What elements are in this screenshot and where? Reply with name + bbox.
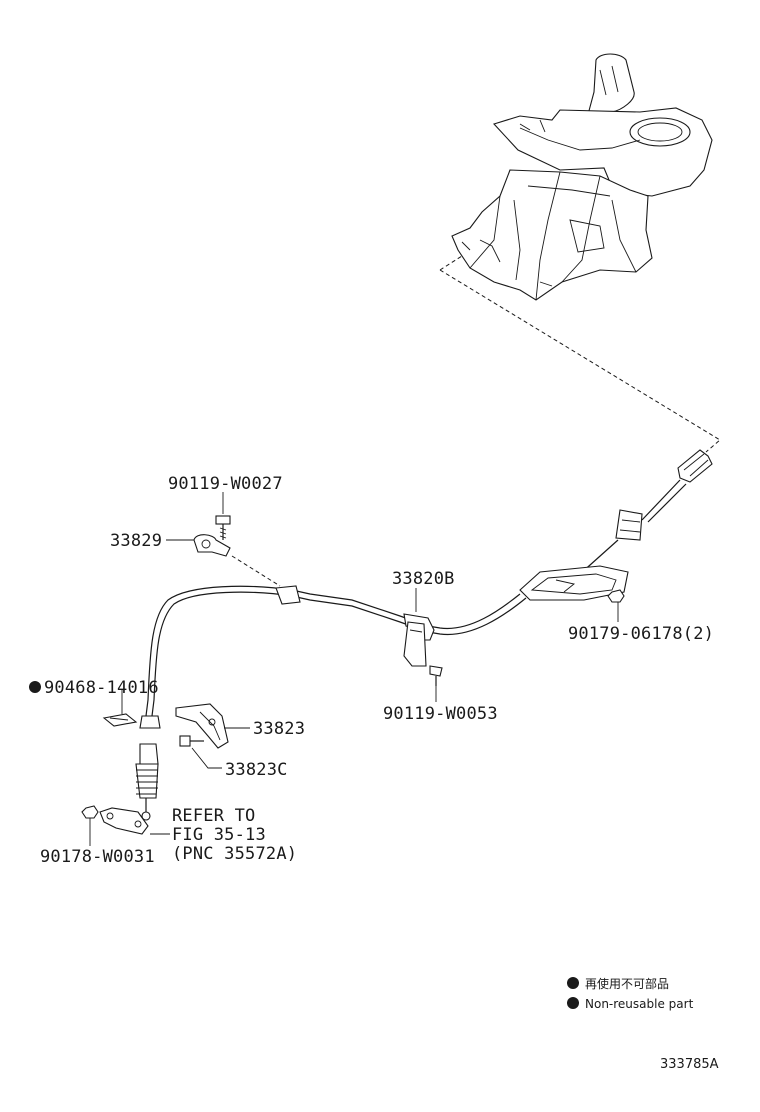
bolt-top-icon <box>215 515 231 540</box>
callout-refer-line2: FIG 35-13 <box>172 825 266 845</box>
bolt-bracket-icon <box>179 735 204 747</box>
callout-bracket: 33823 <box>253 719 305 739</box>
non-reusable-marker <box>29 681 41 693</box>
legend-en: Non-reusable part <box>585 997 694 1011</box>
legend-marker-en <box>567 997 579 1009</box>
callout-cable-assy: 33820B <box>392 569 455 589</box>
leader-lines <box>89 492 619 846</box>
nut-bracket-icon <box>607 589 625 603</box>
callout-bolt-bracket: 33823C <box>225 760 288 780</box>
clip-icon <box>102 713 138 727</box>
leader-lever-to-cable <box>439 255 721 453</box>
cable-lever-end <box>519 449 713 601</box>
legend-jp: 再使用不可部品 <box>585 976 669 991</box>
transmission-control-cable <box>145 585 527 717</box>
callout-nut-bracket: 90179-06178(2) <box>568 624 714 644</box>
callout-clip: 90468-14016 <box>44 678 159 698</box>
nut-lever-icon <box>81 805 99 819</box>
shift-lever-assembly <box>451 53 713 301</box>
callout-clamp: 33829 <box>110 531 162 551</box>
bracket-icon <box>175 703 229 749</box>
cable-transmission-end <box>99 715 161 835</box>
callout-nut-lever: 90178-W0031 <box>40 847 155 867</box>
bolt-mid-icon <box>429 665 443 686</box>
clamp-icon <box>193 534 231 557</box>
callout-refer-line1: REFER TO <box>172 806 255 826</box>
figure-code: 333785A <box>660 1057 719 1072</box>
legend: 再使用不可部品 Non-reusable part <box>567 976 694 1011</box>
callout-bolt-top: 90119-W0027 <box>168 474 283 494</box>
callout-bolt-mid: 90119-W0053 <box>383 704 498 724</box>
legend-marker-jp <box>567 977 579 989</box>
leader-clamp-to-cable <box>231 555 281 587</box>
callout-refer-line3: (PNC 35572A) <box>172 844 297 864</box>
